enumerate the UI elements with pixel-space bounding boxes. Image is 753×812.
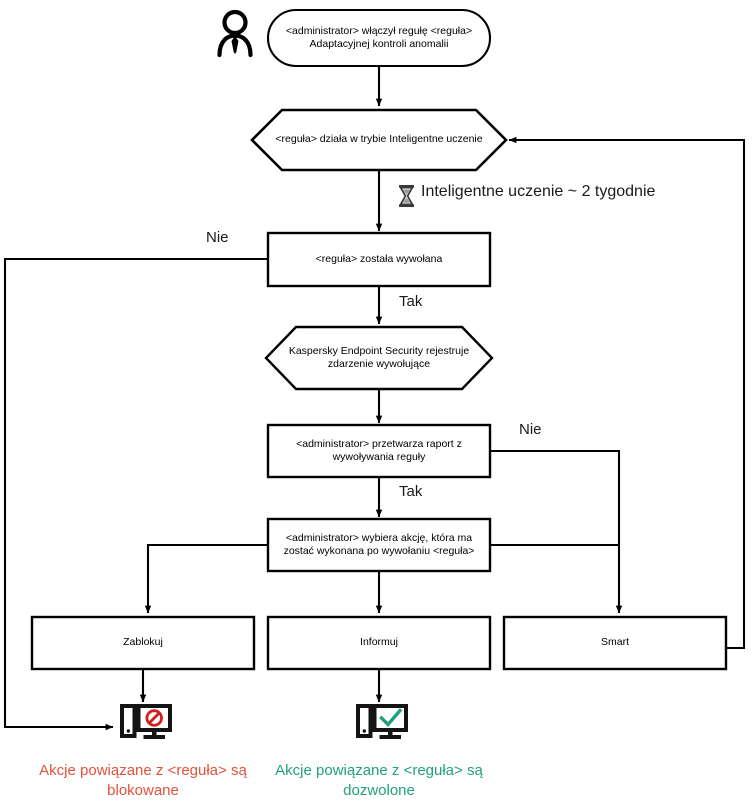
hourglass-icon [399, 185, 414, 207]
node-smart-mode-shape [250, 108, 508, 172]
phase-learning-label: Inteligentne uczenie ~ 2 tygodnie [421, 183, 656, 200]
edge-smart-loopback [508, 136, 746, 650]
node-admin-chooses-shape [266, 517, 492, 573]
outcome-blocked-label: Akcje powiązane z <reguła> są blokowane [39, 762, 247, 799]
edge-rule-triggered-no [3, 257, 268, 731]
node-rule-triggered-shape [266, 231, 492, 288]
edge-label-report-no: Nie [519, 421, 542, 438]
node-action-inform-shape [266, 615, 492, 671]
edge-choose-to-block [144, 543, 268, 614]
node-start-shape [266, 8, 492, 68]
monitor-blocked-icon [120, 704, 172, 739]
node-kes-logs-shape [264, 325, 494, 391]
monitor-allowed-icon [356, 704, 408, 739]
node-action-block-shape [30, 615, 256, 671]
node-admin-report-shape [266, 423, 492, 479]
edge-admin-report-no [490, 449, 623, 614]
edge-label-triggered-yes: Tak [399, 293, 423, 310]
edge-label-triggered-no: Nie [206, 229, 229, 246]
edge-label-report-yes: Tak [399, 483, 423, 500]
person-icon [217, 9, 253, 58]
outcome-allowed-label: Akcje powiązane z <reguła> są dozwolone [275, 762, 483, 799]
node-action-smart-shape [502, 615, 728, 671]
